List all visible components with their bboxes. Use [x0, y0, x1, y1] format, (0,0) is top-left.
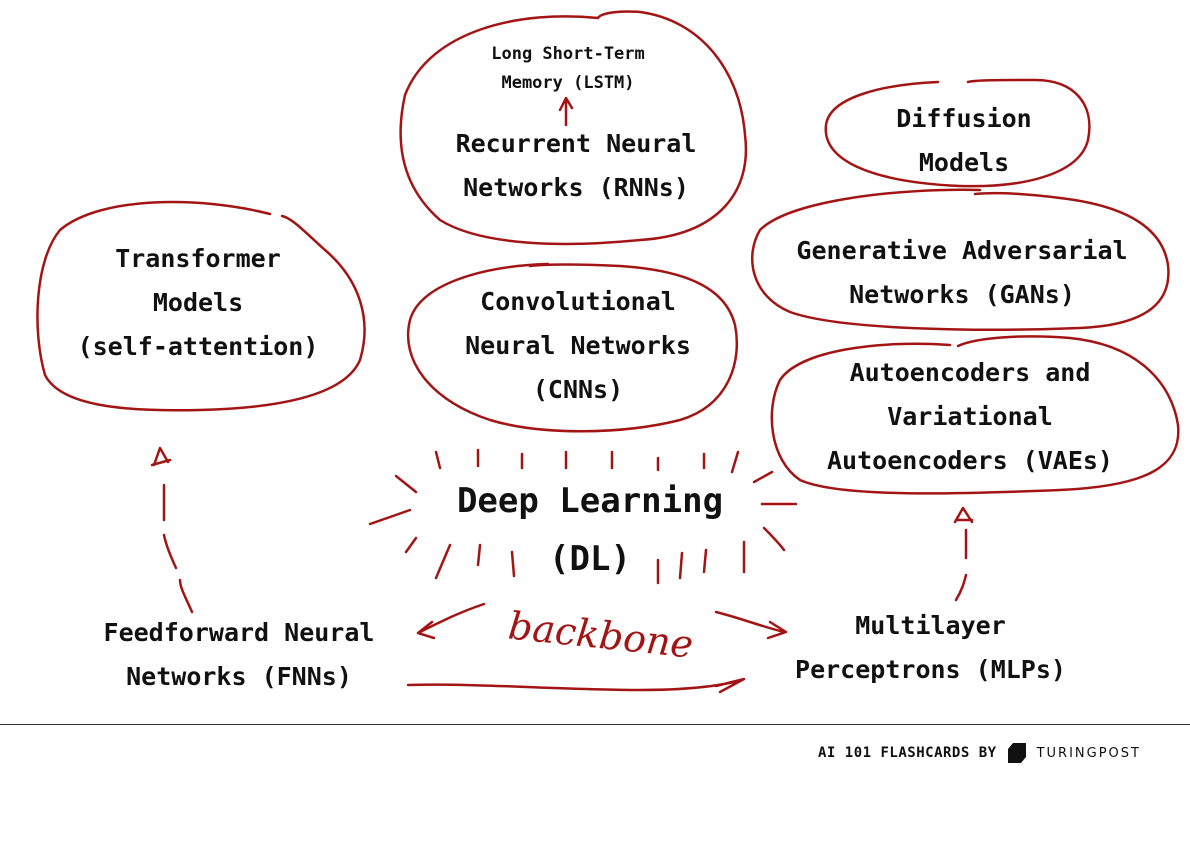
- footer-divider: [0, 724, 1190, 725]
- vae-label: Autoencoders and Variational Autoencoder…: [827, 358, 1113, 475]
- gan-bubble: [751, 188, 1170, 331]
- dl-radiating-strokes: [368, 448, 798, 585]
- fnn-to-transformer-arrow: [150, 446, 194, 614]
- cnn-label: Convolutional Neural Networks (CNNs): [465, 287, 691, 404]
- mlp-to-vae-arrow: [953, 506, 974, 602]
- lstm-label: Long Short-Term Memory (LSTM): [491, 44, 645, 93]
- footer: AI 101 FLASHCARDS BY TURINGPOST: [818, 738, 1141, 768]
- svg-text:backbone: backbone: [506, 604, 695, 667]
- dl-to-mlp-arrow: [714, 610, 788, 640]
- turingpost-logo-icon: [1007, 743, 1026, 763]
- transformer-label: Transformer Models (self-attention): [77, 244, 319, 361]
- rnn-bubble: [399, 10, 748, 246]
- diffusion-bubble: [824, 78, 1091, 188]
- footer-brand: TURINGPOST: [1036, 745, 1141, 761]
- diffusion-label: Diffusion Models: [896, 104, 1032, 177]
- vae-bubble: [770, 335, 1180, 495]
- fnn-label: Feedforward Neural Networks (FNNs): [103, 618, 375, 691]
- transformer-bubble: [36, 200, 366, 412]
- rnn-label: Recurrent Neural Networks (RNNs): [455, 129, 697, 202]
- gan-label: Generative Adversarial Networks (GANs): [796, 236, 1128, 309]
- dl-to-fnn-arrow: [416, 602, 486, 640]
- deep-learning-label: Deep Learning (DL): [456, 481, 724, 579]
- cnn-bubble: [406, 262, 739, 433]
- rnn-to-lstm-arrow: [558, 96, 574, 127]
- fnn-to-mlp-arrow: [406, 677, 746, 694]
- footer-text: AI 101 FLASHCARDS BY: [818, 745, 997, 761]
- backbone-annotation: backbone: [506, 604, 695, 667]
- mlp-label: Multilayer Perceptrons (MLPs): [795, 611, 1066, 684]
